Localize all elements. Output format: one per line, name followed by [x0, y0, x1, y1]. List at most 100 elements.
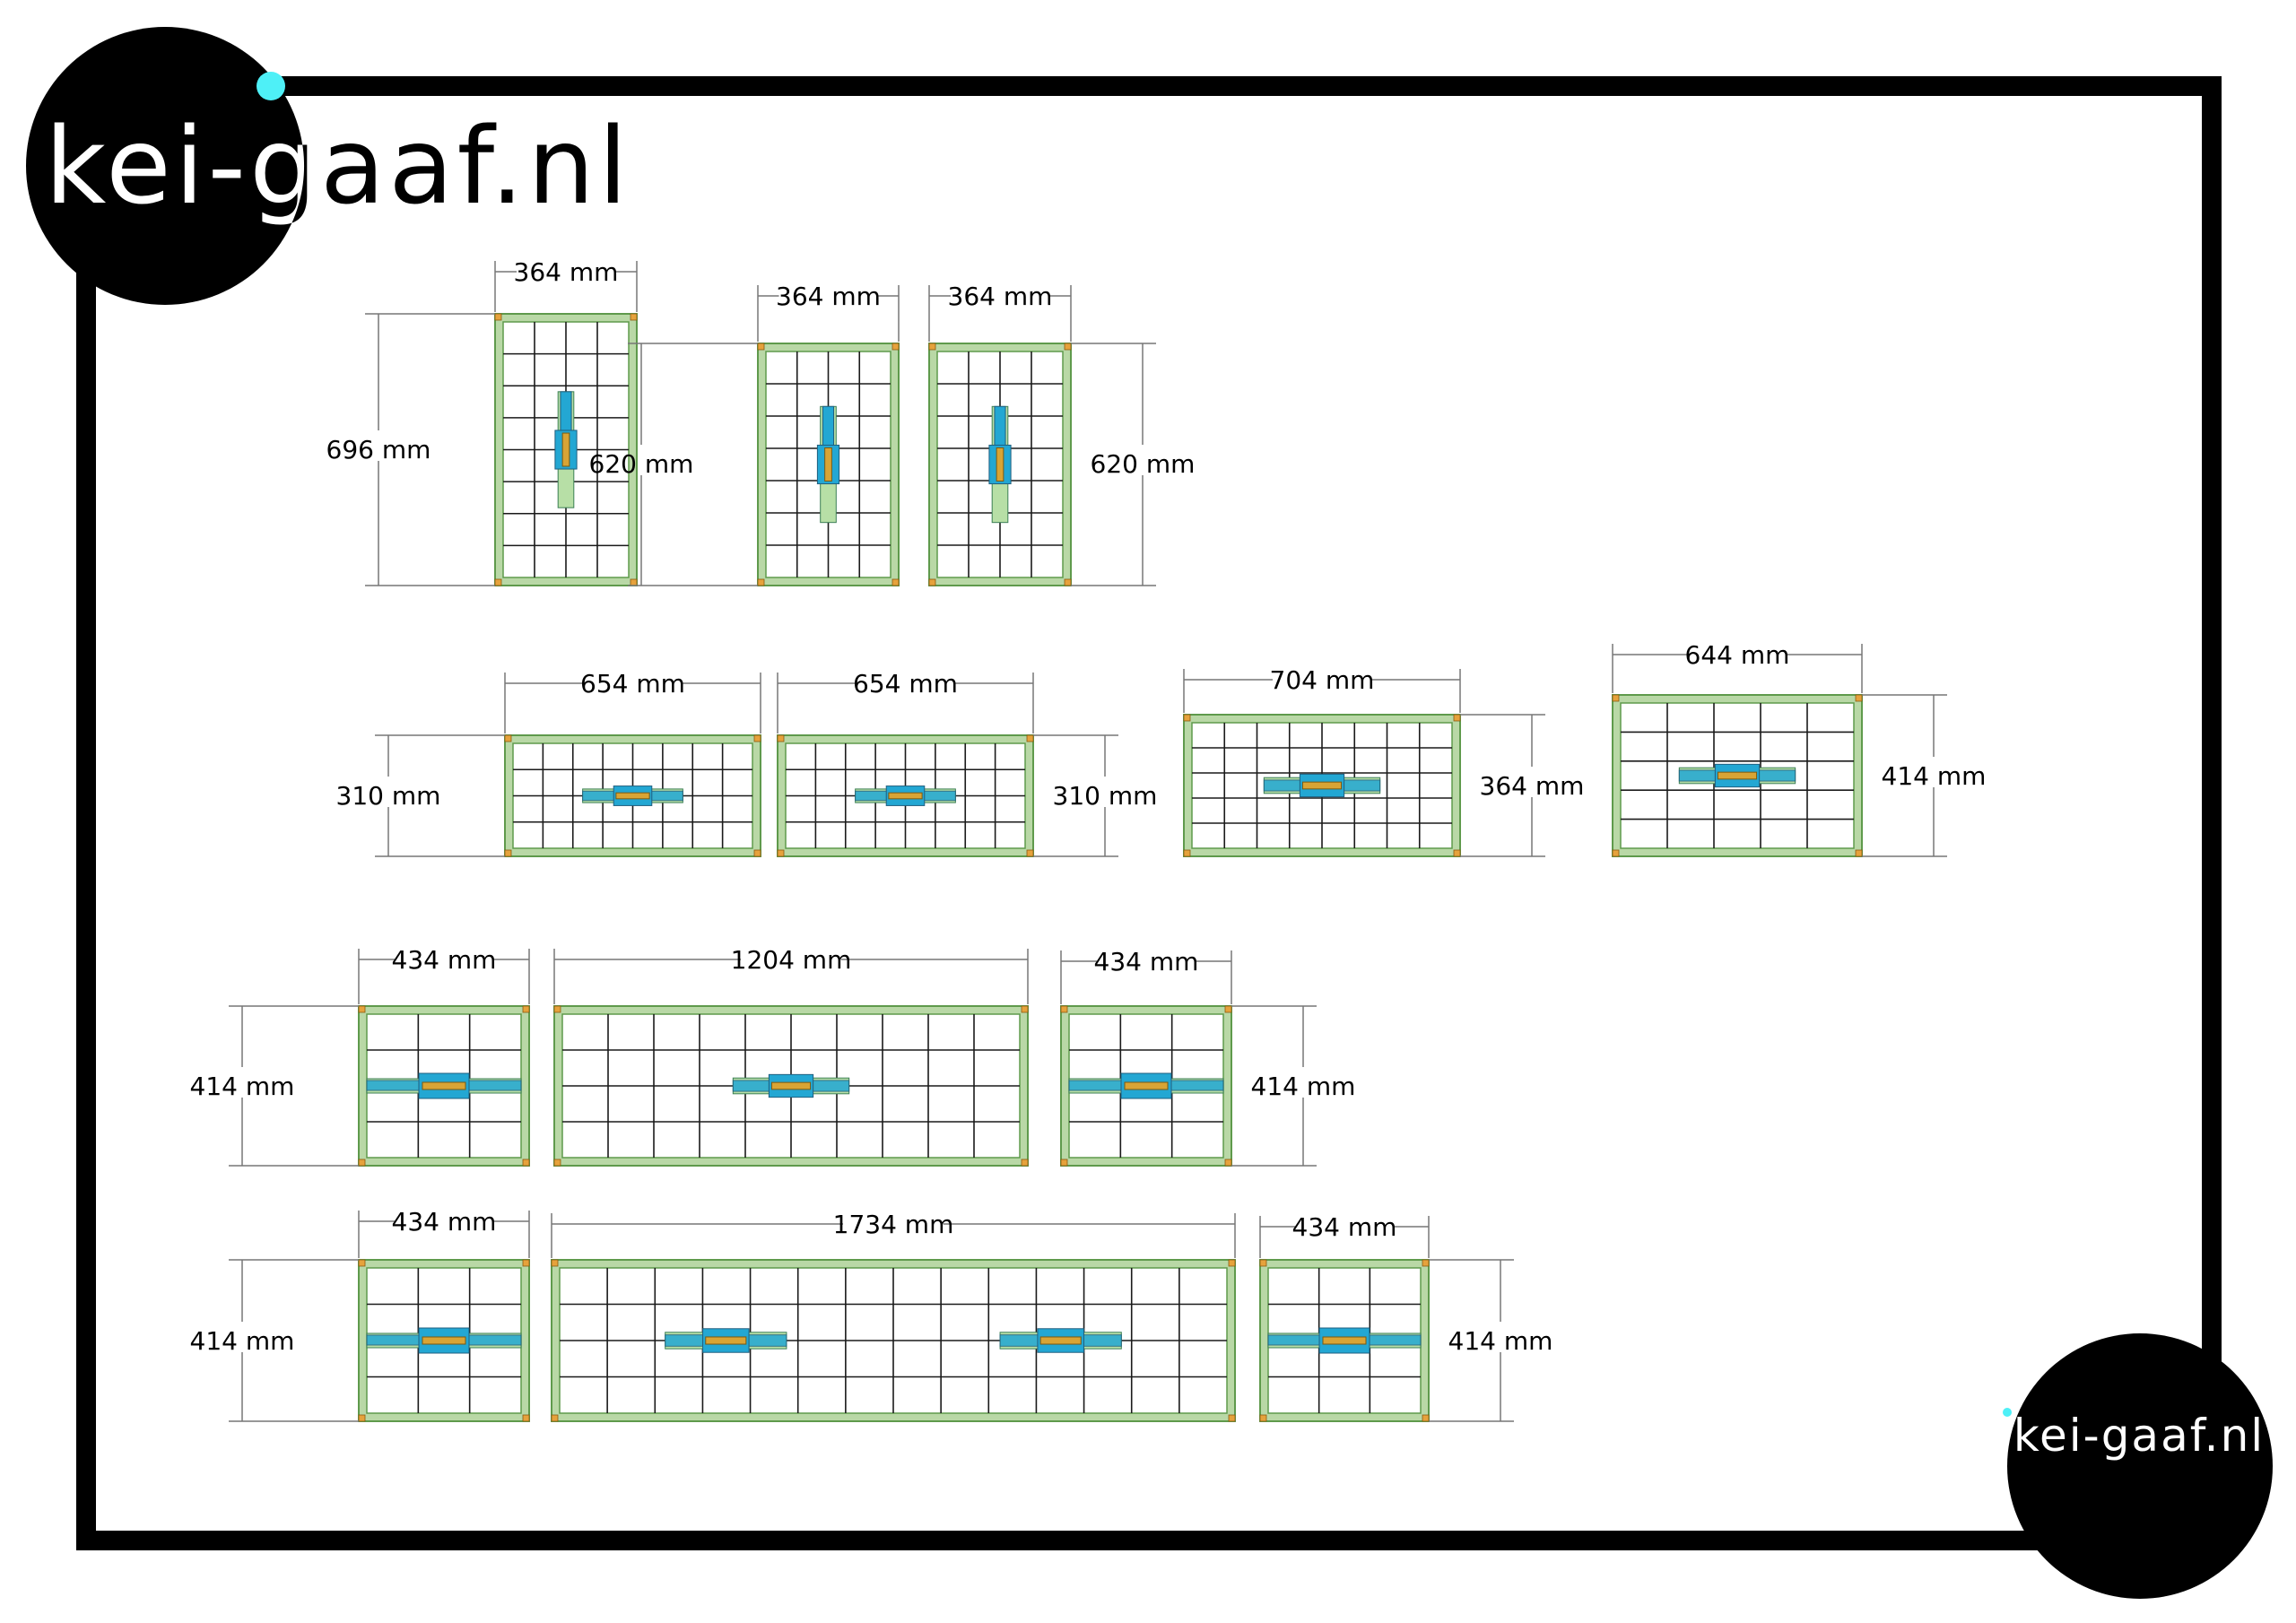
- corner-block: [1224, 1159, 1232, 1167]
- logo-text-top: kei-gaaf.nl: [45, 104, 631, 228]
- corner-block: [504, 849, 512, 857]
- height-label: 414 mm: [1251, 1072, 1356, 1101]
- corner-block: [1453, 714, 1461, 722]
- logo-circle-top: [26, 27, 304, 305]
- width-label: 704 mm: [1270, 665, 1375, 695]
- corner-block: [891, 578, 900, 586]
- corner-block: [753, 734, 761, 742]
- corner-block: [1855, 849, 1863, 857]
- width-label: 364 mm: [776, 282, 881, 311]
- width-label: 434 mm: [392, 945, 497, 975]
- panel-c1: 434 mm 414 mm: [190, 945, 530, 1167]
- height-label: 364 mm: [1480, 771, 1585, 801]
- glass-core-gold: [422, 1081, 466, 1090]
- outer-frame: [76, 76, 2222, 1550]
- corner-block: [1453, 849, 1461, 857]
- corner-block: [777, 849, 785, 857]
- width-label: 434 mm: [1292, 1212, 1397, 1242]
- corner-block: [522, 1159, 530, 1167]
- width-label: 1204 mm: [731, 945, 852, 975]
- height-label: 414 mm: [1448, 1326, 1553, 1356]
- corner-block: [358, 1159, 366, 1167]
- corner-block: [1228, 1414, 1236, 1422]
- glass-core-gold: [1124, 1081, 1169, 1090]
- corner-block: [753, 849, 761, 857]
- width-label: 434 mm: [1094, 947, 1199, 976]
- width-label: 364 mm: [948, 282, 1053, 311]
- corner-block: [757, 578, 765, 586]
- corner-block: [494, 313, 502, 321]
- corner-block: [522, 1414, 530, 1422]
- corner-block: [891, 343, 900, 351]
- logo-dot-top-1: [257, 72, 285, 100]
- corner-block: [928, 343, 936, 351]
- corner-block: [522, 1005, 530, 1013]
- corner-block: [1259, 1414, 1267, 1422]
- corner-block: [1064, 343, 1072, 351]
- corner-block: [1060, 1159, 1068, 1167]
- glass-piece-core-gold: [561, 432, 570, 467]
- height-label: 620 mm: [589, 449, 694, 479]
- height-label: 414 mm: [190, 1072, 295, 1101]
- glass-piece-core-gold: [996, 447, 1004, 482]
- corner-block: [522, 1259, 530, 1267]
- glass-piece-right-core-gold: [1039, 1336, 1082, 1345]
- panel-d2: 1734 mm: [551, 1210, 1236, 1422]
- corner-block: [1228, 1259, 1236, 1267]
- corner-block: [1021, 1159, 1029, 1167]
- width-label: 654 mm: [853, 669, 958, 699]
- width-label: 654 mm: [580, 669, 685, 699]
- corner-block: [630, 313, 638, 321]
- logo-dot-bottom: [2003, 1408, 2012, 1417]
- corner-block: [777, 734, 785, 742]
- corner-block: [358, 1005, 366, 1013]
- panel-b2: 654 mm 310 mm: [777, 669, 1158, 857]
- glass-piece-core-gold: [1717, 771, 1758, 780]
- panel-c3: 434 mm 414 mm: [1060, 947, 1356, 1167]
- glass-piece-core-gold: [615, 792, 650, 800]
- panel-b3: 704 mm 364 mm: [1183, 665, 1585, 857]
- glass-core-gold: [422, 1336, 466, 1345]
- corner-block: [1612, 694, 1620, 702]
- glass-piece-core-gold: [1301, 781, 1343, 790]
- corner-block: [1183, 714, 1191, 722]
- corner-block: [1855, 694, 1863, 702]
- corner-block: [1064, 578, 1072, 586]
- corner-block: [630, 578, 638, 586]
- height-label: 414 mm: [1882, 761, 1987, 791]
- glass-piece-left-core-gold: [705, 1336, 747, 1345]
- corner-block: [1060, 1005, 1068, 1013]
- brand-logo-bottom: kei-gaaf.nl: [2003, 1333, 2273, 1599]
- height-label: 696 mm: [326, 435, 431, 464]
- corner-block: [1026, 849, 1034, 857]
- corner-block: [551, 1259, 559, 1267]
- height-label: 620 mm: [1091, 449, 1196, 479]
- corner-block: [553, 1159, 561, 1167]
- corner-block: [1422, 1259, 1430, 1267]
- corner-block: [1612, 849, 1620, 857]
- height-label: 310 mm: [1053, 781, 1158, 811]
- corner-block: [757, 343, 765, 351]
- glass-piece-core-gold: [824, 447, 832, 482]
- panel-c2: 1204 mm: [553, 945, 1029, 1167]
- corner-block: [553, 1005, 561, 1013]
- corner-block: [358, 1414, 366, 1422]
- corner-block: [1183, 849, 1191, 857]
- corner-block: [504, 734, 512, 742]
- corner-block: [1422, 1414, 1430, 1422]
- corner-block: [1026, 734, 1034, 742]
- corner-block: [1021, 1005, 1029, 1013]
- logo-text-bottom: kei-gaaf.nl: [2013, 1410, 2265, 1462]
- corner-block: [494, 578, 502, 586]
- glass-core-gold: [1322, 1336, 1367, 1345]
- corner-block: [358, 1259, 366, 1267]
- panel-a3: 364 mm 620 mm: [928, 282, 1196, 586]
- height-label: 414 mm: [190, 1326, 295, 1356]
- corner-block: [1224, 1005, 1232, 1013]
- width-label: 1734 mm: [833, 1210, 954, 1239]
